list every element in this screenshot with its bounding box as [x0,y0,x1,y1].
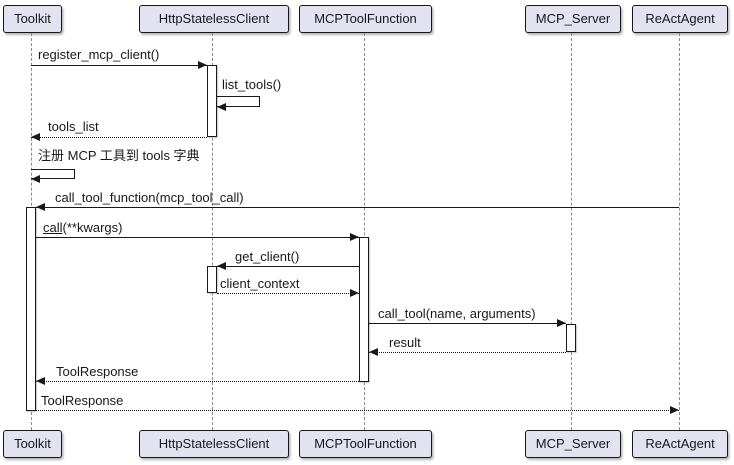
arrowhead-right-icon [198,61,207,69]
participant-httpstatelessclient-bottom: HttpStatelessClient [139,430,289,458]
message-line [369,352,566,353]
lifeline-mcp-server [571,33,572,430]
message-label: ToolResponse [56,364,139,379]
message-line [217,266,359,267]
participant-mcp-server-bottom: MCP_Server [525,430,621,458]
participant-reactagent-top: ReActAgent [632,5,728,33]
message-label: tools_list [48,119,99,134]
message-label-rest: (**kwargs) [62,220,123,235]
message-label: call(**kwargs) [43,220,122,235]
message-label: client_context [220,276,300,291]
message-label-underlined: call [43,220,63,235]
message-label: call_tool(name, arguments) [378,306,536,321]
participant-mcptoolfunction-bottom: MCPToolFunction [299,430,432,458]
arrowhead-right-icon [350,233,359,241]
lifeline-reactagent [679,33,680,430]
self-message-loop [217,96,260,107]
message-line [36,381,359,382]
message-label: 注册 MCP 工具到 tools 字典 [38,148,200,163]
arrowhead-right-icon [557,319,566,327]
participant-httpstatelessclient-top: HttpStatelessClient [139,5,289,33]
arrowhead-left-icon [369,348,378,356]
participant-mcptoolfunction-top: MCPToolFunction [299,5,432,33]
participant-reactagent-bottom: ReActAgent [632,430,728,458]
activation-bar-httpstatelessclient-2 [207,266,217,293]
message-line [31,65,207,66]
arrowhead-right-icon [350,289,359,297]
message-line [217,293,359,294]
arrowhead-left-icon [36,377,45,385]
message-label: call_tool_function(mcp_tool_call) [55,190,244,205]
participant-mcp-server-top: MCP_Server [525,5,621,33]
arrowhead-left-icon [36,203,45,211]
message-label: list_tools() [222,77,282,92]
message-label: register_mcp_client() [38,47,160,62]
lifeline-mcptoolfunction [364,33,365,430]
message-line [36,207,679,208]
message-line [36,410,679,411]
arrowhead-left-icon [31,133,40,141]
activation-bar-mcptoolfunction [359,237,369,382]
self-message-loop [31,169,75,179]
participant-toolkit-top: Toolkit [3,5,62,33]
message-line [369,323,566,324]
lifeline-httpstatelessclient [212,33,213,430]
message-line [36,237,359,238]
message-label: ToolResponse [41,393,124,408]
activation-bar-mcp-server [566,324,576,352]
arrowhead-left-icon [217,262,226,270]
message-label: get_client() [235,249,300,264]
message-label: result [389,335,421,350]
message-line [31,137,207,138]
participant-toolkit-bottom: Toolkit [3,430,62,458]
arrowhead-left-icon [217,103,226,111]
arrowhead-right-icon [670,406,679,414]
arrowhead-left-icon [31,175,40,183]
activation-bar-httpstatelessclient-1 [207,65,217,137]
activation-bar-toolkit [26,207,36,411]
